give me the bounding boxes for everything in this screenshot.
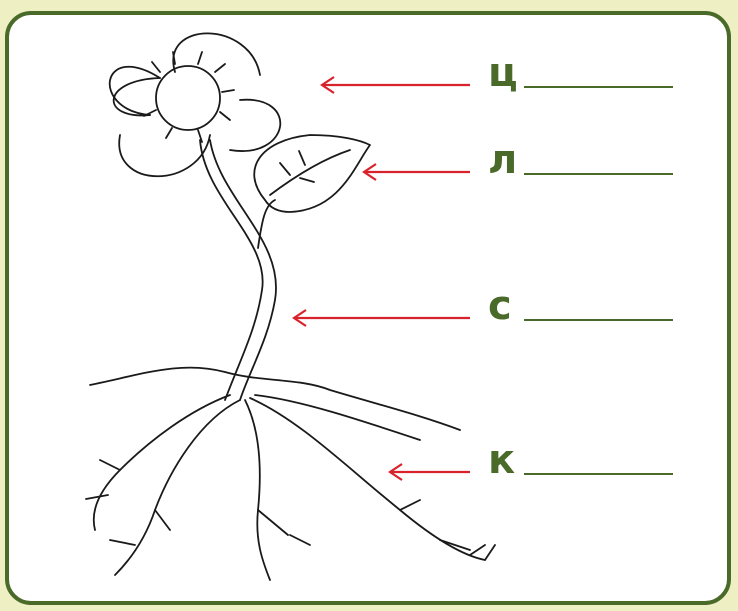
root-drawing <box>86 395 495 580</box>
leaf-drawing <box>254 135 370 212</box>
label-flower: ц <box>488 53 518 93</box>
stem-drawing <box>200 140 276 400</box>
label-stem: с <box>488 286 512 326</box>
label-leaf: л <box>488 140 517 180</box>
label-root: к <box>488 440 515 480</box>
flower-drawing <box>110 33 281 176</box>
